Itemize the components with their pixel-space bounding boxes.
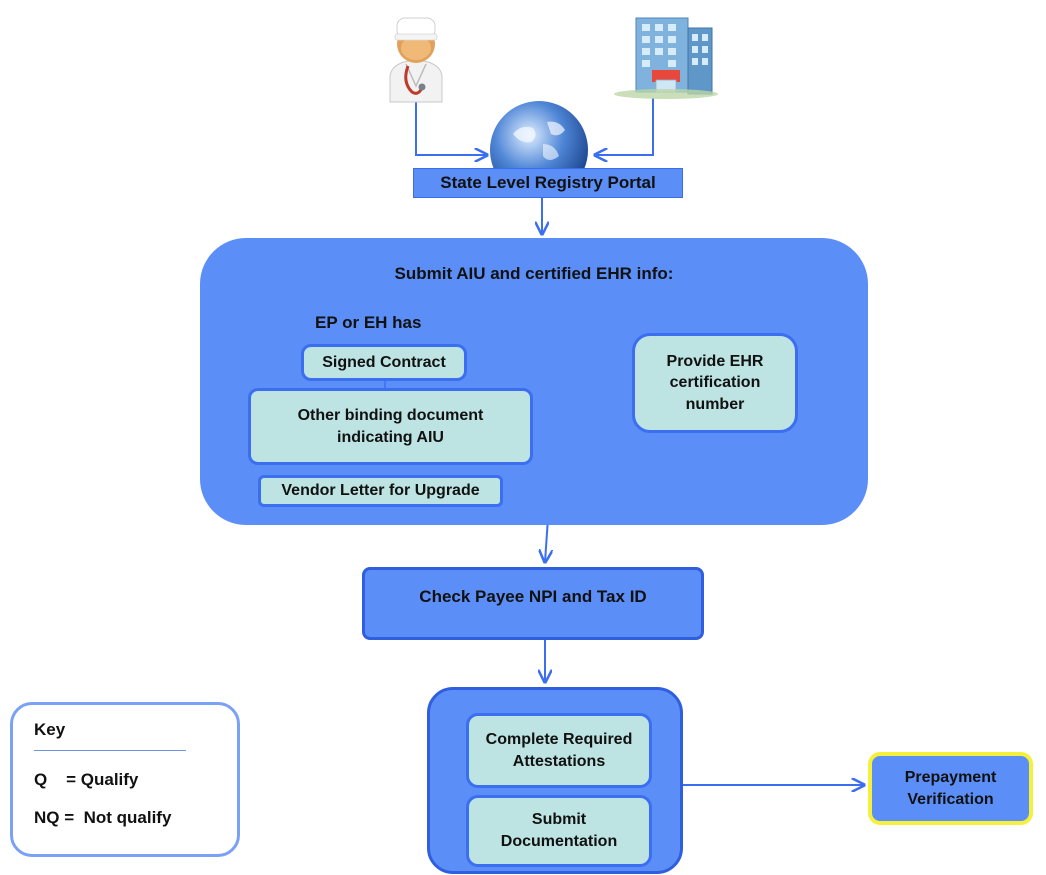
key-legend-box xyxy=(10,702,240,857)
complete-attestations-box: Complete Required Attestations xyxy=(466,713,652,788)
ehr-certification-text: Provide EHR certification number xyxy=(666,352,764,413)
globe-icon xyxy=(490,101,588,170)
key-not-qualify: NQ = Not qualify xyxy=(34,808,172,827)
portal-label: State Level Registry Portal xyxy=(413,168,683,198)
submit-to-check-arrow xyxy=(545,517,548,562)
check-payee-box: Check Payee NPI and Tax ID xyxy=(362,567,704,640)
doctor-to-globe-arrow xyxy=(415,102,487,155)
hospital-building-icon xyxy=(614,17,718,99)
key-divider xyxy=(34,750,186,751)
complete-attestations-text: Complete Required Attestations xyxy=(485,730,633,770)
submit-documentation-box: Submit Documentation xyxy=(466,795,652,867)
submit-aiu-title: Submit AIU and certified EHR info: xyxy=(394,263,674,283)
prepayment-verification-box: Prepayment Verification xyxy=(868,752,1033,825)
other-binding-document-box: Other binding document indicating AIU xyxy=(248,388,533,465)
ep-eh-has-label: EP or EH has xyxy=(315,312,422,332)
signed-contract-box: Signed Contract xyxy=(301,344,467,381)
vendor-letter-box: Vendor Letter for Upgrade xyxy=(258,475,503,507)
signed-contract-text: Signed Contract xyxy=(322,353,446,371)
check-payee-text: Check Payee NPI and Tax ID xyxy=(419,587,647,606)
hospital-to-globe-arrow xyxy=(595,98,654,155)
doctor-icon xyxy=(389,17,443,103)
portal-label-text: State Level Registry Portal xyxy=(440,172,656,192)
ehr-certification-box: Provide EHR certification number xyxy=(632,333,798,433)
key-title: Key xyxy=(34,720,66,739)
key-qualify: Q = Qualify xyxy=(34,770,139,789)
submit-documentation-text: Submit Documentation xyxy=(500,811,618,850)
other-binding-document-text: Other binding document indicating AIU xyxy=(297,406,484,446)
prepayment-verification-text: Prepayment Verification xyxy=(904,768,997,808)
vendor-letter-text: Vendor Letter for Upgrade xyxy=(281,482,480,500)
